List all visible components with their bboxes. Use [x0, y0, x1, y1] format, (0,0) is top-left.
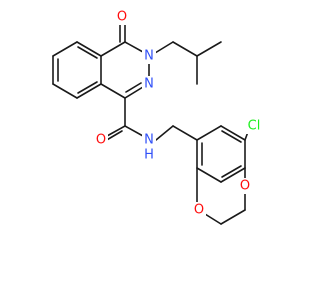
atom-n-ring-2: N	[142, 76, 156, 92]
bond-lines	[52, 19, 250, 225]
bond	[124, 86, 144, 99]
atom-labels: O N N O N H Cl O	[94, 9, 263, 218]
bond	[196, 41, 222, 57]
atom-o-dioxane-upper: O	[238, 178, 252, 194]
atom-n-ring-3-label: N	[144, 49, 154, 64]
atom-n-amide-label: N	[144, 133, 154, 148]
bond	[220, 167, 246, 183]
atom-h-amide-label: H	[144, 148, 154, 163]
atom-n-ring-2-label: N	[144, 77, 154, 92]
atom-o-dioxane-lower: O	[192, 202, 206, 218]
bond	[124, 125, 144, 137]
atom-o-dioxane-lower-label: O	[194, 203, 204, 218]
bond	[106, 125, 126, 137]
bond	[220, 209, 246, 225]
bond	[221, 165, 242, 178]
bond	[100, 41, 126, 57]
molecule-structure-diagram: O N N O N H Cl O	[52, 9, 263, 225]
atom-o-amide-label: O	[96, 133, 106, 148]
atom-cl: Cl	[245, 118, 263, 134]
bond	[100, 83, 126, 99]
bond	[196, 125, 222, 141]
atom-n-amide: N	[142, 132, 156, 148]
atom-o-keto-label: O	[117, 10, 127, 25]
bond	[204, 213, 222, 225]
bond	[77, 46, 98, 59]
bond	[220, 125, 246, 141]
bond	[76, 41, 102, 57]
atom-n-ring-3: N	[142, 48, 156, 64]
bond	[76, 83, 102, 99]
bond	[172, 41, 198, 57]
bond	[52, 83, 78, 99]
atom-o-amide: O	[94, 132, 108, 148]
atom-h-amide: H	[142, 147, 156, 163]
bond	[172, 125, 198, 141]
atom-cl-label: Cl	[248, 119, 261, 134]
bond	[221, 130, 242, 143]
bond	[125, 82, 142, 93]
bond	[154, 41, 174, 54]
bond	[77, 81, 98, 94]
bond	[52, 41, 78, 57]
bond	[196, 167, 222, 183]
atom-o-dioxane-upper-label: O	[240, 179, 250, 194]
bond	[155, 125, 174, 141]
bond	[124, 41, 144, 53]
atom-o-keto: O	[115, 9, 129, 25]
